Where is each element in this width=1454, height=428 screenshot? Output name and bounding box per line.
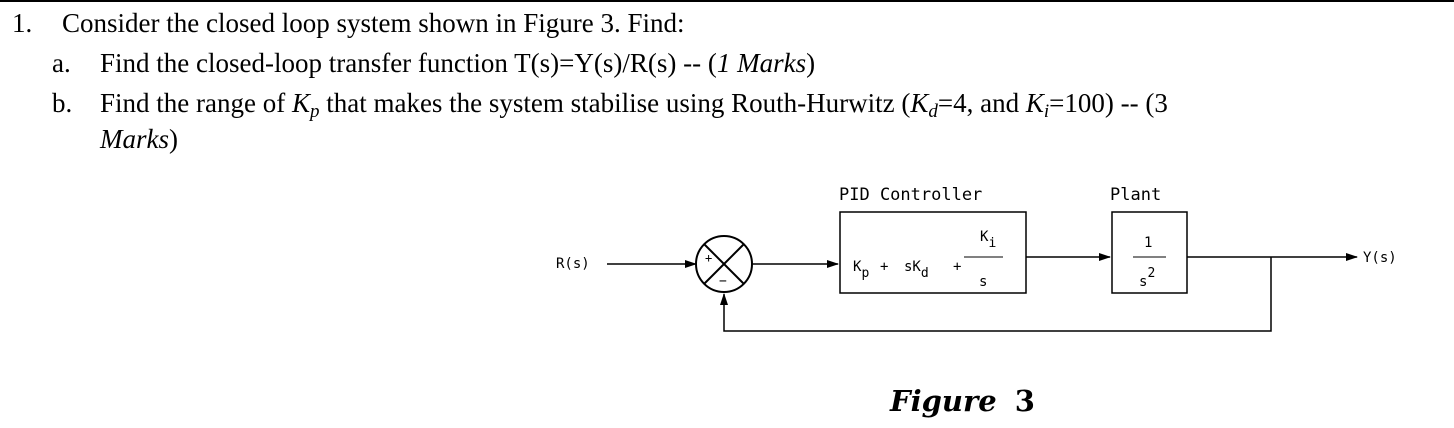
controller-title: PID Controller: [839, 185, 982, 205]
summing-junction: + −: [695, 235, 753, 293]
ki-symbol: Ki: [1025, 88, 1049, 121]
plant-denominator: s2: [1139, 266, 1155, 290]
output-label: Y(s): [1363, 250, 1397, 266]
figure-caption: Figure 3: [890, 384, 1035, 418]
part-b-pre: Find the range of: [100, 88, 292, 118]
kd-base: K: [910, 88, 929, 118]
part-b-mid: that makes the system stabilise using Ro…: [319, 88, 911, 118]
plant-title: Plant: [1110, 185, 1161, 205]
ki-numerator: Ki: [980, 229, 996, 251]
ki-sub: i: [1043, 101, 1050, 122]
part-a-body: Find the closed-loop transfer function T…: [100, 48, 717, 78]
plant-expression: 1 s2: [1133, 235, 1166, 290]
part-b-continuation: Marks): [100, 124, 178, 154]
plant-numerator: 1: [1144, 235, 1152, 251]
kp-term: Kp: [853, 259, 869, 281]
skd-term: sKd: [904, 259, 929, 281]
ki-denominator: s: [979, 274, 987, 290]
kd-value: =4, and: [937, 88, 1026, 118]
part-b-label: b.: [52, 88, 73, 118]
part-b-text: Find the range of Kp that makes the syst…: [100, 88, 1168, 121]
plus-1: +: [880, 259, 888, 275]
plant-block: [1111, 211, 1188, 294]
plus-2: +: [953, 259, 961, 275]
part-b-close: ): [169, 124, 178, 154]
part-a-close: ): [806, 48, 816, 78]
question-number: 1.: [12, 8, 33, 38]
part-a-text: Find the closed-loop transfer function T…: [100, 48, 815, 78]
input-label: R(s): [556, 256, 590, 272]
pid-controller-block: [839, 211, 1027, 294]
kd-sub: d: [928, 101, 938, 122]
part-a-label: a.: [52, 48, 71, 78]
feedback-path: [720, 257, 1272, 332]
kp-symbol: Kp: [291, 88, 320, 121]
ki-base: K: [1025, 88, 1044, 118]
kd-symbol: Kd: [910, 88, 938, 121]
part-a-marks: 1 Marks: [716, 48, 807, 78]
kp-base: K: [291, 88, 310, 118]
figure-caption-number: 3: [1014, 384, 1035, 418]
summing-plus-sign: +: [705, 251, 712, 265]
question-text: Consider the closed loop system shown in…: [62, 8, 685, 38]
controller-expression: Kp + sKd + Ki s: [853, 229, 1003, 290]
kp-sub: p: [309, 101, 320, 122]
part-b-marks: Marks: [100, 124, 169, 154]
figure-caption-word: Figure: [890, 384, 997, 418]
summing-minus-sign: −: [719, 274, 727, 289]
ki-value: =100) -- (3: [1049, 88, 1168, 118]
top-rule: [0, 0, 1454, 2]
